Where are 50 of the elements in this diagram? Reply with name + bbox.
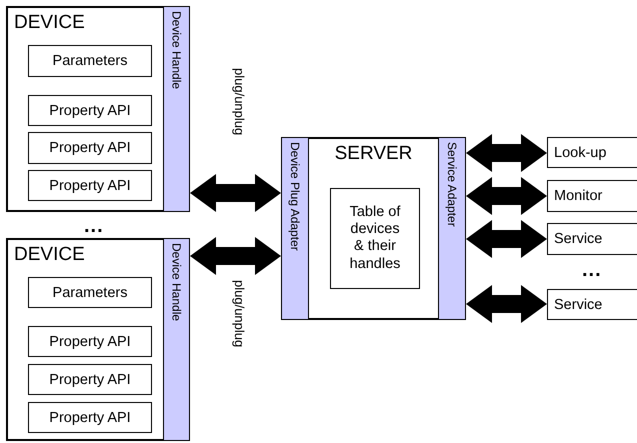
component-box xyxy=(330,188,420,289)
panel-title: SERVER xyxy=(334,143,412,165)
component-box xyxy=(28,170,152,201)
device-panel xyxy=(6,6,190,212)
node-text: Parameters xyxy=(52,53,128,69)
ellipsis-mark: ... xyxy=(582,260,602,280)
panel-title: DEVICE xyxy=(14,244,85,266)
component-box xyxy=(28,402,152,433)
adapter-label: Service Adapter xyxy=(445,142,459,227)
component-box xyxy=(28,95,152,126)
node-text: Parameters xyxy=(52,284,128,300)
double-arrow xyxy=(466,134,547,172)
node-text: Monitor xyxy=(554,188,602,204)
node-text: Property API xyxy=(49,334,131,350)
node-text: Service xyxy=(554,231,602,247)
node-text: Property API xyxy=(49,410,131,426)
adapter-band xyxy=(163,6,190,212)
component-box xyxy=(28,326,152,357)
device-panel xyxy=(6,238,190,441)
ellipsis-mark: ... xyxy=(84,216,104,236)
node-text: Table of devices & their handles xyxy=(348,204,402,274)
double-arrow xyxy=(466,285,547,323)
node-text: Service xyxy=(554,296,602,312)
panel-title: DEVICE xyxy=(14,12,85,34)
component-box xyxy=(547,223,637,255)
adapter-band xyxy=(163,238,190,441)
double-arrow xyxy=(466,177,547,215)
component-box xyxy=(28,45,152,77)
node-text: Property API xyxy=(49,140,131,156)
double-arrow xyxy=(190,237,281,275)
node-text: Look-up xyxy=(554,144,606,160)
edge-label: plug/unplug xyxy=(232,68,247,136)
component-box xyxy=(28,364,152,395)
double-arrow xyxy=(466,220,547,258)
component-box xyxy=(28,132,152,164)
component-box xyxy=(28,277,152,308)
adapter-band xyxy=(281,137,309,320)
adapter-band xyxy=(438,137,466,320)
double-arrow xyxy=(190,174,281,212)
server-panel xyxy=(281,137,466,320)
component-box xyxy=(547,289,637,320)
component-box xyxy=(547,180,637,212)
edge-label: plug/unplug xyxy=(232,280,247,348)
node-text: Property API xyxy=(49,178,131,194)
node-text: Property API xyxy=(49,102,131,118)
component-box xyxy=(547,137,637,168)
node-text: Property API xyxy=(49,372,131,388)
adapter-label: Device Plug Adapter xyxy=(288,142,302,251)
adapter-label: Device Handle xyxy=(170,11,184,90)
adapter-label: Device Handle xyxy=(170,243,184,322)
